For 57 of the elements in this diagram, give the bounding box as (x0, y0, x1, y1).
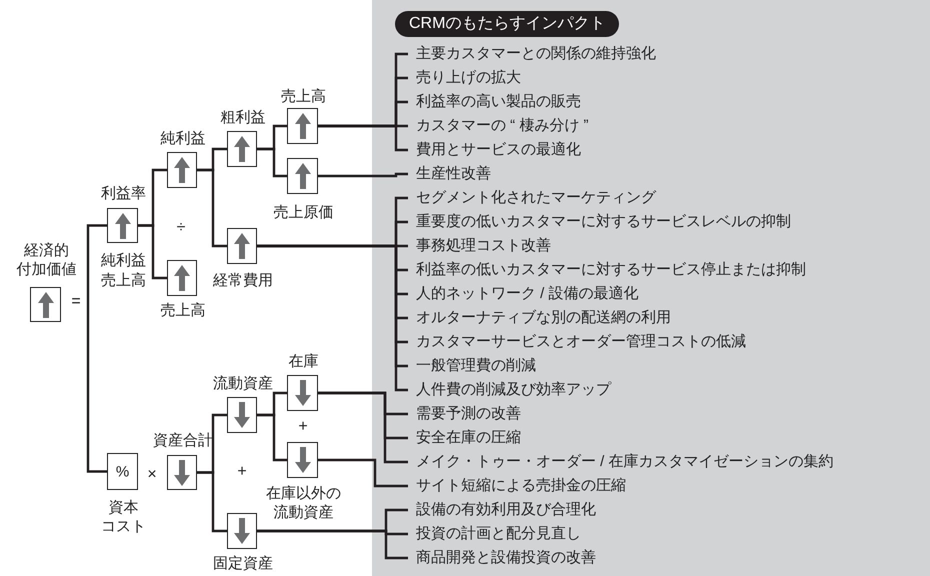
connector-line (318, 124, 408, 152)
impact-item: 生産性改善 (408, 163, 491, 185)
metric-label: 経常費用 (213, 271, 273, 290)
impact-item: 費用とサービスの最適化 (408, 139, 581, 161)
math-operator: ÷ (176, 219, 186, 237)
impact-item: 投資の計画と配分見直し (408, 523, 581, 545)
metric-label: 資本コスト (101, 498, 146, 536)
metric-label: 経済的付加価値 (16, 241, 76, 279)
impact-item: 人的ネットワーク / 設備の最適化 (408, 283, 639, 305)
math-operator: × (147, 466, 157, 484)
connector-line (318, 458, 408, 488)
formula-text: 売上高 (101, 271, 146, 290)
metric-label: 在庫以外の流動資産 (266, 484, 341, 522)
impact-item: 売り上げの拡大 (408, 67, 521, 89)
impact-item: 主要カスタマーとの関係の維持強化 (408, 43, 656, 65)
metric-label: 売上高 (160, 301, 206, 320)
metric-label: 純利益 (160, 129, 206, 148)
impact-item: セグメント化されたマーケティング (408, 187, 656, 209)
impact-item: メイク・トゥー・オーダー / 在庫カスタマイゼーションの集約 (408, 451, 834, 473)
connector-line (138, 224, 167, 280)
impact-panel (372, 0, 930, 576)
connector-line (197, 168, 227, 248)
title-badge: CRMのもたらすインパクト (395, 11, 620, 37)
impact-item: 利益率の高い製品の販売 (408, 91, 581, 113)
impact-item: 設備の有効利用及び合理化 (408, 499, 596, 521)
impact-item: カスタマーサービスとオーダー管理コストの低減 (408, 331, 746, 353)
impact-item: 一般管理費の削減 (408, 355, 536, 377)
impact-item: 利益率の低いカスタマーに対するサービス停止または抑制 (408, 259, 806, 281)
math-operator: = (71, 293, 81, 311)
metric-label: 固定資産 (213, 554, 273, 573)
math-operator: + (298, 418, 308, 436)
connector-line (257, 530, 408, 560)
impact-item: 安全在庫の圧縮 (408, 427, 521, 449)
metric-label: 粗利益 (220, 108, 266, 127)
metric-label: 流動資産 (213, 374, 273, 393)
metric-label: 売上高 (281, 87, 326, 106)
metric-label: 売上原価 (274, 203, 334, 222)
connector-line (257, 148, 287, 178)
connector-line (257, 414, 287, 462)
metric-label: 資産合計 (153, 431, 213, 450)
formula-text: 純利益 (101, 251, 146, 270)
connector-line (318, 392, 408, 464)
math-operator: + (237, 463, 247, 481)
connector-line (318, 172, 408, 178)
metric-label: 在庫 (288, 352, 318, 371)
unit-symbol: % (116, 463, 130, 480)
impact-item: オルターナティブな別の配送網の利用 (408, 307, 671, 329)
impact-item: 需要予測の改善 (408, 403, 521, 425)
impact-item: カスタマーの “ 棲み分け ” (408, 115, 588, 137)
metric-label: 利益率 (101, 184, 146, 203)
impact-item: 人件費の削減及び効率アップ (408, 379, 611, 401)
impact-item: 重要度の低いカスタマーに対するサービスレベルの抑制 (408, 211, 791, 233)
connector-line (197, 471, 227, 532)
impact-item: 商品開発と設備投資の改善 (408, 547, 596, 569)
impact-item: 事務処理コスト改善 (408, 235, 551, 257)
impact-item: サイト短縮による売掛金の圧縮 (408, 475, 626, 497)
connector-line (86, 224, 107, 473)
